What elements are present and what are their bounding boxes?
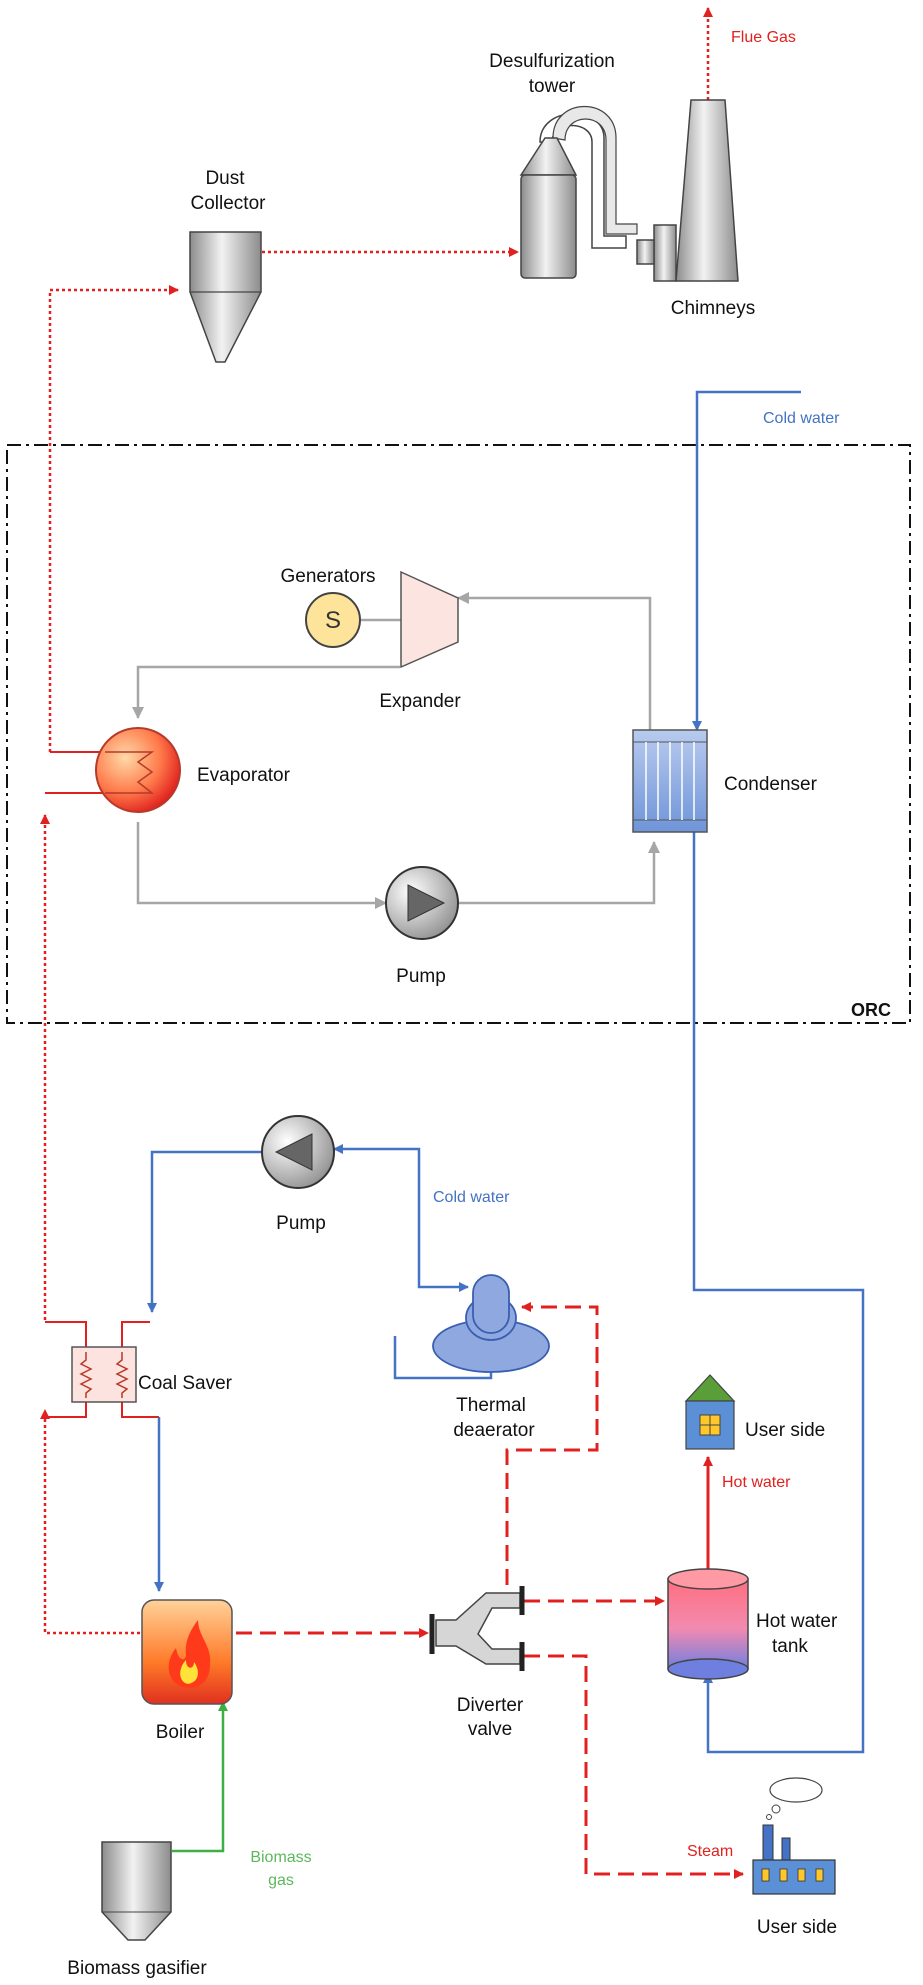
flue-gas-lines: [40, 7, 713, 1635]
generator: S: [305, 592, 361, 648]
label-gas: gas: [268, 1872, 294, 1889]
label-user-side-bottom: User side: [757, 1917, 837, 1938]
steam-lines: [236, 1302, 744, 1879]
label-hot-water-tank: Hot water: [756, 1611, 838, 1632]
label-dust-collector: Collector: [191, 193, 267, 214]
label-evaporator: Evaporator: [197, 765, 291, 786]
thermal-deaerator: [432, 1274, 550, 1373]
label-chimneys: Chimneys: [671, 298, 755, 319]
diverter-valve: [429, 1586, 525, 1671]
evaporator: [95, 727, 181, 813]
label-boiler: Boiler: [156, 1722, 205, 1743]
biomass-gasifier: [101, 1841, 172, 1941]
label-biomass-gas: Biomass: [250, 1849, 311, 1866]
label-condenser: Condenser: [724, 774, 818, 795]
label-valve: valve: [468, 1719, 512, 1740]
label-generators: Generators: [280, 566, 375, 587]
expander: [400, 570, 459, 669]
label-dust: Dust: [205, 168, 245, 189]
label-flue-gas: Flue Gas: [731, 29, 796, 46]
user-side-factory: [752, 1777, 836, 1895]
coal-saver-stubs: [45, 1321, 159, 1418]
label-expander: Expander: [379, 691, 461, 712]
label-coal-saver: Coal Saver: [138, 1373, 233, 1394]
label-desulfurization: Desulfurization: [489, 51, 615, 72]
label-deaerator: deaerator: [453, 1420, 535, 1441]
orc-boundary: [6, 444, 911, 1024]
user-side-house: [684, 1374, 736, 1450]
chimney: [636, 99, 739, 282]
condenser: [632, 729, 708, 833]
evaporator-gas-stubs: [45, 751, 105, 794]
biomass-gas-line: [172, 1701, 228, 1853]
label-thermal: Thermal: [456, 1395, 526, 1416]
label-cold-water-top: Cold water: [763, 410, 840, 427]
label-pump-orc: Pump: [396, 966, 446, 987]
orc-pump: [385, 866, 459, 940]
boiler: [141, 1599, 233, 1705]
label-tank: tank: [772, 1636, 808, 1657]
desulfurization-tower: [519, 106, 638, 279]
label-hot-water: Hot water: [722, 1474, 791, 1491]
label-user-side-top: User side: [745, 1420, 825, 1441]
dust-collector: [189, 231, 262, 363]
label-orc: ORC: [851, 1000, 891, 1020]
lower-pump: [261, 1115, 335, 1189]
orc-lines: [132, 592, 660, 909]
coal-saver: [71, 1346, 137, 1403]
label-desulfurization-tower: tower: [529, 76, 576, 97]
water-lines: [147, 390, 865, 1754]
label-pump-lower: Pump: [276, 1213, 326, 1234]
label-cold-water-lower: Cold water: [433, 1189, 510, 1206]
hot-water-tank: [667, 1568, 749, 1680]
label-diverter: Diverter: [457, 1695, 524, 1716]
svg-text:S: S: [325, 607, 341, 634]
label-biomass-gasifier: Biomass gasifier: [67, 1958, 207, 1979]
label-steam: Steam: [687, 1843, 733, 1860]
